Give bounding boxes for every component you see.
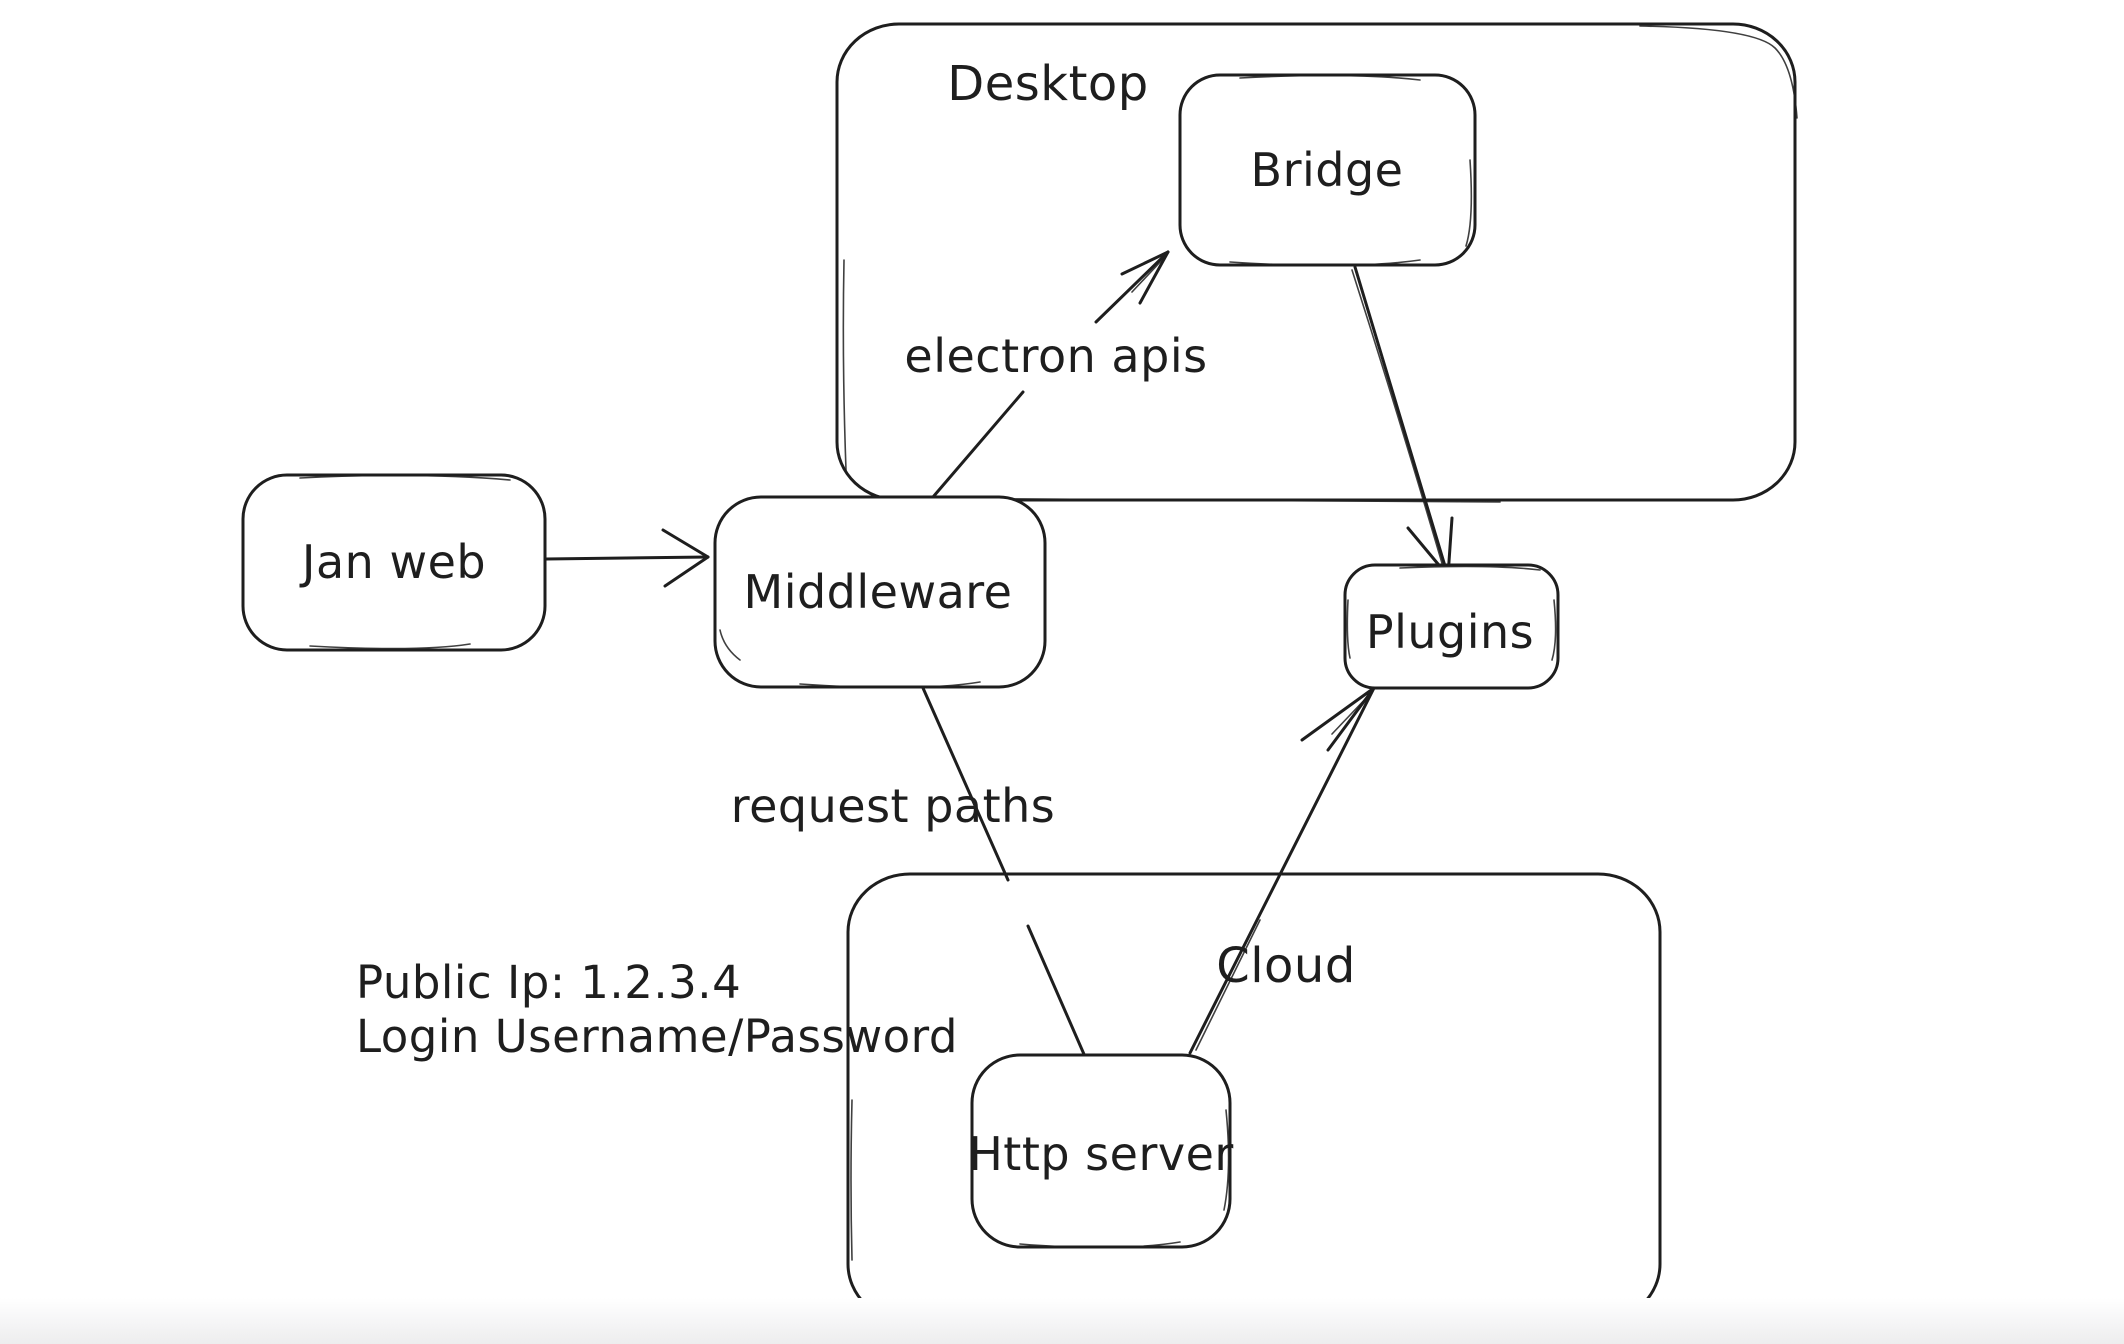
node-bridge[interactable]: Bridge (1178, 73, 1477, 267)
node-bridge-label: Bridge (1251, 143, 1404, 197)
container-cloud-label: Cloud (1216, 938, 1356, 994)
edge-janweb-middleware[interactable] (544, 528, 710, 588)
node-jan-web-label: Jan web (299, 535, 486, 589)
edge-middleware-bridge[interactable]: electron apis (904, 250, 1207, 499)
node-middleware[interactable]: Middleware (713, 495, 1047, 689)
edge-middleware-httpserver[interactable]: request paths (731, 686, 1092, 1070)
annotation-block[interactable]: Public Ip: 1.2.3.4 Login Username/Passwo… (356, 956, 958, 1063)
node-middleware-label: Middleware (744, 565, 1013, 619)
node-plugins-label: Plugins (1366, 605, 1534, 659)
node-http-server[interactable]: Http server (968, 1053, 1234, 1249)
node-http-server-label: Http server (968, 1127, 1234, 1181)
container-desktop-label: Desktop (947, 56, 1148, 112)
annotation-public-ip: Public Ip: 1.2.3.4 (356, 956, 741, 1009)
bottom-fade (0, 1298, 2124, 1344)
edge-label-electron-apis: electron apis (904, 329, 1207, 383)
edge-label-request-paths: request paths (731, 779, 1056, 833)
container-cloud[interactable]: Cloud (846, 872, 1662, 1325)
annotation-login: Login Username/Password (356, 1010, 958, 1063)
node-jan-web[interactable]: Jan web (241, 473, 547, 652)
edge-httpserver-plugins[interactable] (1188, 686, 1376, 1055)
node-plugins[interactable]: Plugins (1343, 563, 1560, 690)
